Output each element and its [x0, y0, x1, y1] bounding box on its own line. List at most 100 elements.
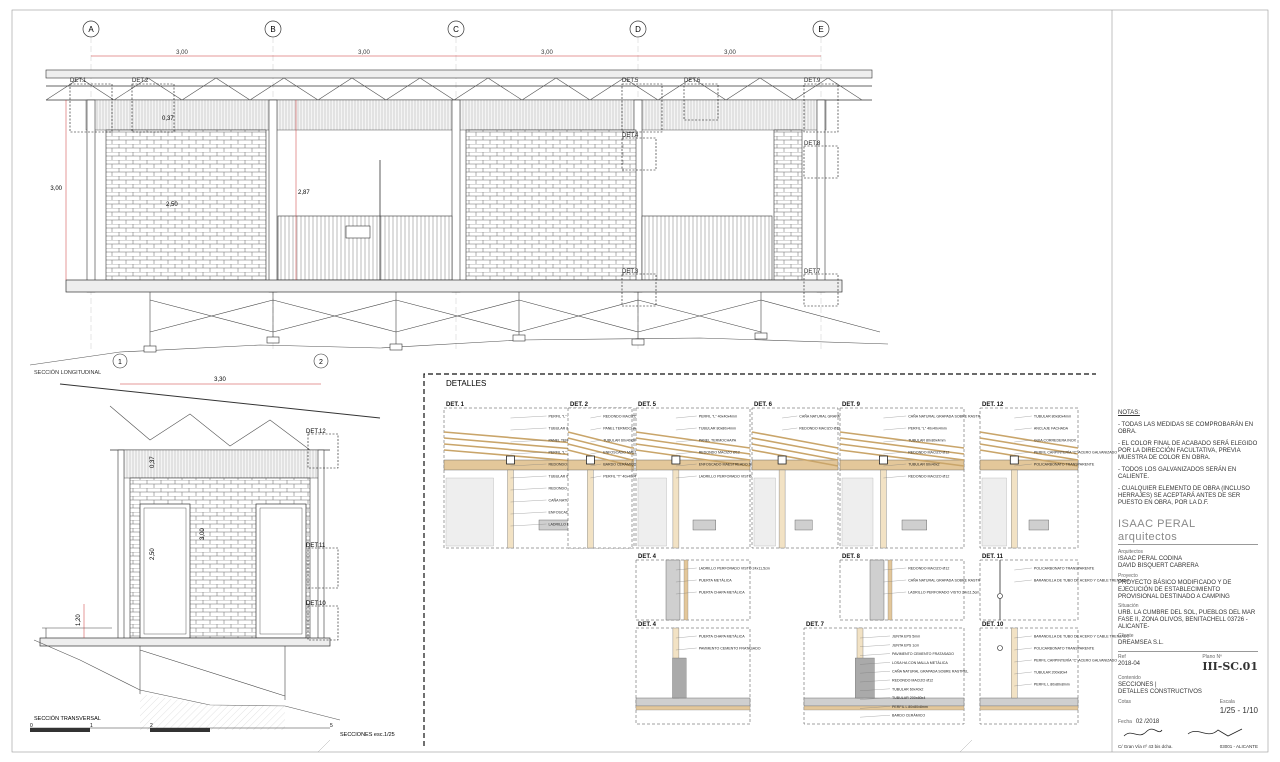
office-city: 03001 - ALICANTE — [1219, 744, 1258, 749]
beam-section — [635, 459, 751, 471]
leader-line — [1014, 683, 1032, 687]
door — [255, 503, 307, 639]
axis-label: B — [270, 25, 275, 34]
deck-beam — [979, 705, 1079, 711]
architect-name: ISAAC PERAL CODINA — [1118, 556, 1183, 562]
height-dimension: 0,37 — [150, 456, 156, 468]
leader-line — [675, 591, 697, 595]
terrain-line — [33, 639, 341, 721]
leader-line — [1014, 439, 1032, 443]
detail-label: CAÑA NATURAL GRAPADA SOBRE RASTREL — [908, 414, 984, 419]
leader-line — [590, 475, 602, 479]
longitudinal-section: A B C D E 3,00 3,00 3,00 3,00 — [29, 20, 889, 376]
date-value: 02 /2018 — [1135, 719, 1160, 725]
leader-line — [859, 644, 891, 647]
span-dimension: 3,00 — [176, 50, 188, 56]
reed-strut — [751, 437, 839, 455]
det-tags: DET.1 DET.2 DET.5 DET.6 DET.9 DET.4 DET.… — [70, 78, 821, 275]
leader-line — [1014, 451, 1032, 455]
detail-label: REDONDO MACIZO Ø12 — [699, 451, 740, 455]
cross-section: 1 2 3,30 0,37 2,50 3,00 1,20 — [30, 353, 395, 738]
section-label: SECCIÓN TRANSVERSAL — [34, 715, 101, 722]
reed-strut — [979, 431, 1079, 449]
note-item: - TODAS LAS MEDIDAS SE COMPROBARÁN EN OB… — [1118, 422, 1254, 435]
axis-label: A — [88, 25, 94, 34]
detail-label: POLICARBONATO TRANSPARENTE — [1034, 463, 1095, 467]
tubular-profile — [586, 455, 595, 465]
reed-strut — [839, 431, 965, 449]
height-dimension: 2,50 — [150, 548, 156, 560]
signatures — [1123, 728, 1243, 737]
scale-tick: 0 — [30, 723, 33, 729]
note-item: - CUALQUIER ELEMENTO DE OBRA (INCLUSO HE… — [1118, 486, 1250, 506]
wall-section — [637, 477, 667, 547]
detail-label: JUNTA EPS 1cm — [892, 643, 919, 647]
railing-tube — [997, 645, 1003, 651]
detail-label: PUERTA METÁLICA — [699, 579, 733, 583]
leader-line — [675, 439, 697, 443]
detail-label: CAÑA NATURAL GRAPADA SOBRE RASTREL — [799, 414, 875, 419]
reed-strut — [635, 437, 751, 455]
block-section — [692, 519, 716, 531]
leader-line — [510, 499, 547, 503]
reed-strut — [839, 449, 965, 467]
detail-label: POLICARBONATO TRANSPARENTE — [1034, 567, 1095, 571]
detail-label: REDONDO MACIZO Ø12 — [799, 427, 840, 431]
detail-label: PERFIL "L" 40x40x4mm — [699, 415, 738, 419]
detail-label: LADRILLO PERFORADO VISTO 24x11,5cm — [908, 591, 979, 595]
detail-label: REDONDO MACIZO Ø12 — [908, 475, 949, 479]
detail-label: PERFIL "L" 40x40x4mm — [908, 427, 947, 431]
detail-box: DET. 4 LADRILLO PERFORADO VISTO 24x11,5cm… — [635, 554, 770, 621]
reed-strut — [635, 449, 751, 467]
leader-line — [859, 662, 891, 665]
detail-tag: DET. 4 — [638, 554, 657, 560]
footings — [143, 332, 768, 353]
tubular-profile — [777, 455, 787, 465]
detail-label: PERFIL L 80x80x8mm — [892, 705, 928, 709]
detail-tag: DET. 7 — [806, 622, 825, 628]
leader-line — [883, 463, 907, 467]
leader-line — [675, 427, 697, 431]
reed-strut — [839, 443, 965, 461]
slab-section — [635, 697, 751, 707]
terrain-line — [29, 337, 889, 366]
tubular-profile — [1009, 455, 1019, 465]
reed-strut — [567, 431, 633, 449]
leader-line — [859, 706, 891, 709]
detail-label: TUBULAR 200x80x4 — [892, 696, 925, 700]
door-frame — [887, 559, 893, 621]
leader-line — [510, 427, 547, 431]
detail-label: TUBULAR 80x80x4mm — [699, 427, 736, 431]
detail-label: LADRILLO PERFORADO VISTO 24x11,5cm — [699, 567, 770, 571]
detail-label: CAÑA NATURAL GRAPADA SOBRE RASTREL — [908, 578, 984, 583]
detail-label: PERFIL "L" 40x40x4mm — [549, 415, 588, 419]
leader-line — [675, 635, 697, 639]
reed-strut — [979, 437, 1079, 455]
reed-strut — [979, 449, 1079, 467]
floor-platform — [39, 637, 331, 647]
leader-line — [675, 463, 697, 467]
detail-label: REDONDO MACIZO Ø12 — [908, 567, 949, 571]
reed-strut — [567, 449, 633, 467]
detail-label: TUBULAR 200x80x4 — [1034, 671, 1067, 675]
det-tag: DET.7 — [804, 269, 821, 275]
reed-strut — [751, 431, 839, 449]
detail-label: BARANDILLA DE TUBO DE ACERO Y CABLE TREN… — [1034, 579, 1130, 583]
door — [139, 503, 191, 639]
reed-strut — [567, 443, 633, 461]
scale-value: 1/25 - 1/10 — [1219, 706, 1258, 715]
leader-line — [1014, 659, 1032, 663]
detail-tag: DET. 4 — [638, 622, 657, 628]
detail-tag: DET. 6 — [754, 402, 773, 408]
leader-line — [590, 415, 602, 419]
tubular-profile — [671, 455, 681, 465]
leader-line — [883, 591, 907, 595]
substructure — [149, 292, 881, 350]
deck-beam — [635, 705, 751, 711]
beam-section — [839, 459, 965, 471]
detail-box: DET. 6 CAÑA NATURAL GRAPADA SOBRE RASTREL… — [751, 402, 876, 549]
column-section — [672, 469, 680, 549]
reed-strut — [839, 437, 965, 455]
